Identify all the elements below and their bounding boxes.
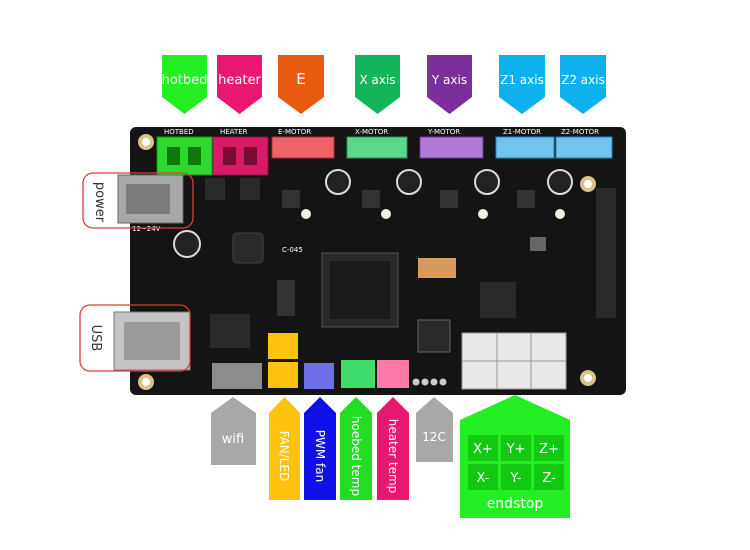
silk-board-id: C-045 <box>282 246 303 254</box>
mosfet-1 <box>205 178 225 200</box>
silk-voltage: 12~24V <box>132 225 161 233</box>
silk-e-motor: E-MOTOR <box>278 128 311 136</box>
ribbon-connector <box>418 258 456 278</box>
hotbed-connector <box>156 136 213 176</box>
pot-x <box>381 209 391 219</box>
label-i2c: 12C <box>416 397 453 462</box>
label-pwm-fan: PWM fan <box>304 397 336 500</box>
mosfet-2 <box>240 178 260 200</box>
pot-z1 <box>555 209 565 219</box>
label-heater-temp: heater temp <box>377 397 409 500</box>
hotbed-temp-connector <box>341 360 375 388</box>
usb-label: USB <box>88 325 103 352</box>
e-motor-connector <box>271 136 335 159</box>
label-hotbed-temp-text: hoebed temp <box>349 416 363 496</box>
endstop-y-minus: Y- <box>509 471 521 486</box>
usb-callout <box>79 304 191 372</box>
fan-connector-1 <box>268 333 298 359</box>
endstop-y-plus: Y+ <box>506 442 526 457</box>
fan-connector-2 <box>268 362 298 388</box>
label-hotbed-temp: hoebed temp <box>340 397 372 500</box>
side-connector <box>596 188 616 318</box>
z1-motor-connector <box>495 136 555 159</box>
endstop-z-minus: Z- <box>542 471 556 486</box>
endstop-z-plus: Z+ <box>539 442 559 457</box>
power-label: power <box>92 182 107 223</box>
label-y-text: Y axis <box>431 73 467 87</box>
endstop-title: endstop <box>487 496 544 512</box>
wifi-header <box>212 363 262 389</box>
label-hotbed-text: hotbed <box>162 73 208 88</box>
label-y-axis: Y axis <box>427 55 472 114</box>
capacitor-1 <box>325 169 351 195</box>
label-wifi: wifi <box>211 397 256 465</box>
crystal <box>417 319 451 353</box>
label-fan-led: FAN/LED <box>269 397 300 500</box>
inductor <box>232 232 264 264</box>
label-e-motor: E <box>278 55 324 114</box>
z2-motor-connector <box>555 136 613 159</box>
silk-z2-motor: Z2-MOTOR <box>561 128 599 136</box>
reset-button <box>530 237 546 251</box>
silk-y-motor: Y-MOTOR <box>427 128 460 136</box>
driver-chip-x <box>362 190 380 208</box>
endstop-x-plus: X+ <box>473 442 493 457</box>
y-motor-connector <box>419 136 484 159</box>
silk-hotbed: HOTBED <box>164 128 194 136</box>
driver-chip-z1 <box>517 190 535 208</box>
side-labels: power USB <box>79 172 194 372</box>
label-pwm-text: PWM fan <box>313 430 327 482</box>
header-pins <box>277 280 295 316</box>
label-i2c-text: 12C <box>422 430 446 444</box>
label-e-text: E <box>296 70 305 88</box>
control-board: HOTBED HEATER E-MOTOR X-MOTOR Y-MOTOR Z1… <box>113 127 626 395</box>
label-wifi-text: wifi <box>222 432 244 447</box>
label-z1-text: Z1 axis <box>500 73 544 87</box>
label-z2-axis: Z2 axis <box>560 55 606 114</box>
silk-z1-motor: Z1-MOTOR <box>503 128 541 136</box>
silk-x-motor: X-MOTOR <box>355 128 388 136</box>
power-callout <box>82 172 194 229</box>
capacitor-2 <box>396 169 422 195</box>
x-motor-connector <box>346 136 408 159</box>
heater-temp-connector <box>377 360 409 388</box>
label-hotbed: hotbed <box>162 55 208 114</box>
driver-chip-e <box>282 190 300 208</box>
ic-chip-1 <box>210 314 250 348</box>
capacitor-5 <box>173 230 201 258</box>
label-x-text: X axis <box>359 73 395 87</box>
top-labels: hotbed heater E X axis Y axis Z1 axis Z2… <box>162 55 606 114</box>
label-x-axis: X axis <box>355 55 400 114</box>
endstop-x-minus: X- <box>477 471 490 486</box>
label-z1-axis: Z1 axis <box>499 55 545 114</box>
heater-connector <box>212 136 269 176</box>
label-heater: heater <box>217 55 262 114</box>
capacitor-3 <box>474 169 500 195</box>
silk-heater: HEATER <box>220 128 248 136</box>
label-z2-text: Z2 axis <box>561 73 605 87</box>
i2c-pins <box>412 378 447 386</box>
driver-chip-y <box>440 190 458 208</box>
pwm-connector <box>304 363 334 389</box>
bottom-labels: wifi FAN/LED PWM fan hoebed temp heater … <box>211 397 453 500</box>
pot-y <box>478 209 488 219</box>
label-endstop: X+ Y+ Z+ X- Y- Z- endstop <box>460 395 570 518</box>
label-fan-text: FAN/LED <box>277 431 291 482</box>
label-heater-temp-text: heater temp <box>386 419 400 494</box>
ic-chip-2 <box>480 282 516 318</box>
pot-e <box>301 209 311 219</box>
capacitor-4 <box>547 169 573 195</box>
label-heater-text: heater <box>218 73 261 88</box>
